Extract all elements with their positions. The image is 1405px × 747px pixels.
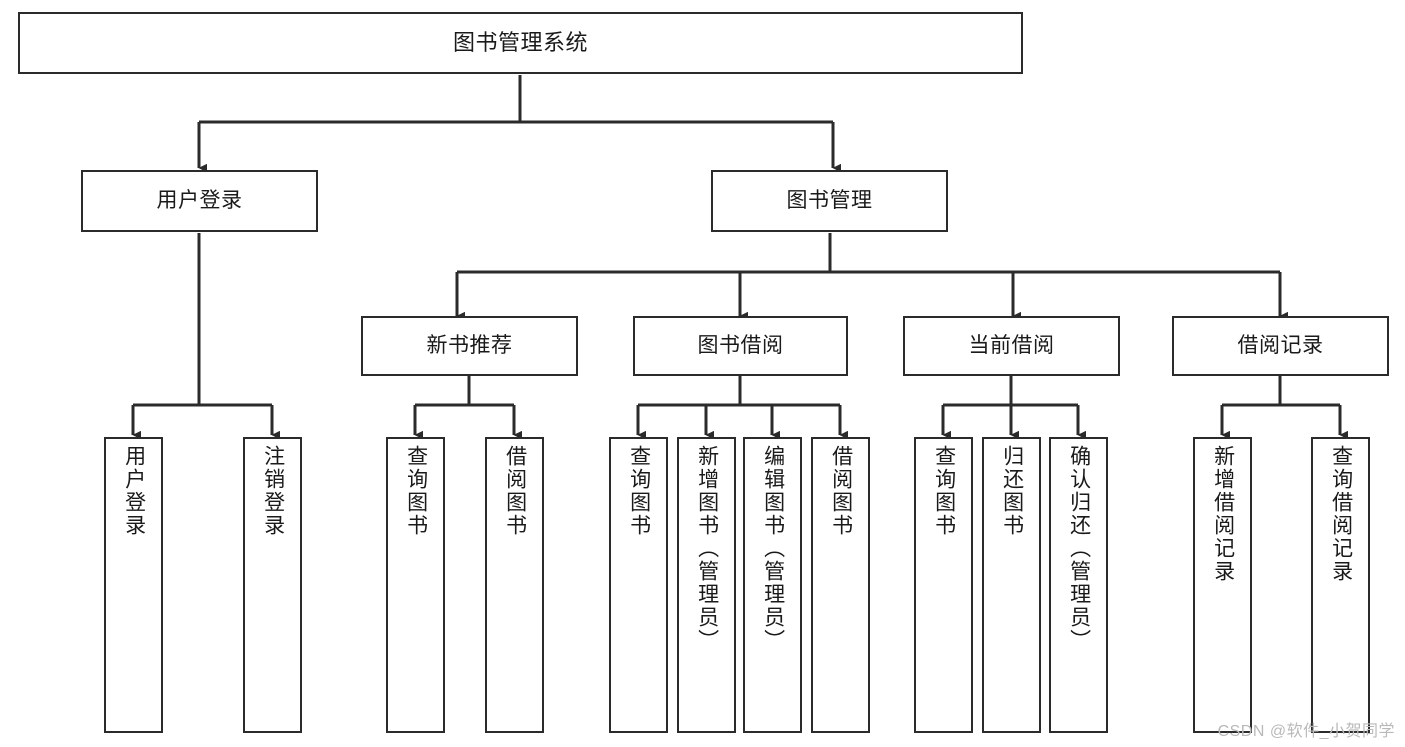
node-label: 归还图书 (1000, 445, 1024, 537)
csdn-watermark: CSDN @软件_小贺同学 (1217, 723, 1395, 740)
node-label: 用户登录 (156, 188, 243, 212)
node-label: 借阅图书 (503, 445, 527, 537)
node-leaf-borrow-book-1[interactable]: 借阅图书 (485, 437, 544, 733)
node-user-login[interactable]: 用户登录 (81, 170, 318, 232)
node-label: 查询图书 (932, 445, 956, 537)
node-leaf-add-record[interactable]: 新增借阅记录 (1193, 437, 1252, 733)
node-book-borrow[interactable]: 图书借阅 (633, 316, 848, 376)
node-leaf-edit-book[interactable]: 编辑图书（管理员） (743, 437, 802, 733)
node-label: 注销登录 (261, 445, 285, 537)
node-leaf-logout-login[interactable]: 注销登录 (243, 437, 302, 733)
node-leaf-user-login[interactable]: 用户登录 (104, 437, 163, 733)
node-new-book-recommend[interactable]: 新书推荐 (361, 316, 578, 376)
node-label: 查询图书 (404, 445, 428, 537)
node-book-manage[interactable]: 图书管理 (711, 170, 948, 232)
node-label: 图书管理系统 (452, 30, 588, 56)
node-leaf-query-record[interactable]: 查询借阅记录 (1311, 437, 1370, 733)
node-label: 新增图书（管理员） (695, 445, 719, 652)
node-label: 图书借阅 (697, 333, 784, 357)
node-label: 借阅图书 (829, 445, 853, 537)
node-current-borrow[interactable]: 当前借阅 (903, 316, 1120, 376)
node-leaf-query-book-2[interactable]: 查询图书 (609, 437, 668, 733)
node-leaf-query-book-3[interactable]: 查询图书 (914, 437, 973, 733)
node-label: 新书推荐 (426, 333, 513, 357)
node-label: 查询借阅记录 (1329, 445, 1353, 583)
node-label: 用户登录 (122, 445, 146, 537)
node-label: 新增借阅记录 (1211, 445, 1235, 583)
node-label: 图书管理 (786, 188, 873, 212)
node-borrow-record[interactable]: 借阅记录 (1172, 316, 1389, 376)
node-leaf-add-book[interactable]: 新增图书（管理员） (677, 437, 736, 733)
node-label: 查询图书 (627, 445, 651, 537)
node-leaf-query-book-1[interactable]: 查询图书 (386, 437, 445, 733)
node-label: 当前借阅 (968, 333, 1055, 357)
node-leaf-borrow-book-2[interactable]: 借阅图书 (811, 437, 870, 733)
node-label: 确认归还（管理员） (1067, 445, 1091, 652)
node-label: 编辑图书（管理员） (761, 445, 785, 652)
node-leaf-return-book[interactable]: 归还图书 (982, 437, 1041, 733)
node-label: 借阅记录 (1237, 333, 1324, 357)
node-root-system[interactable]: 图书管理系统 (18, 12, 1023, 74)
node-leaf-confirm-return[interactable]: 确认归还（管理员） (1049, 437, 1108, 733)
